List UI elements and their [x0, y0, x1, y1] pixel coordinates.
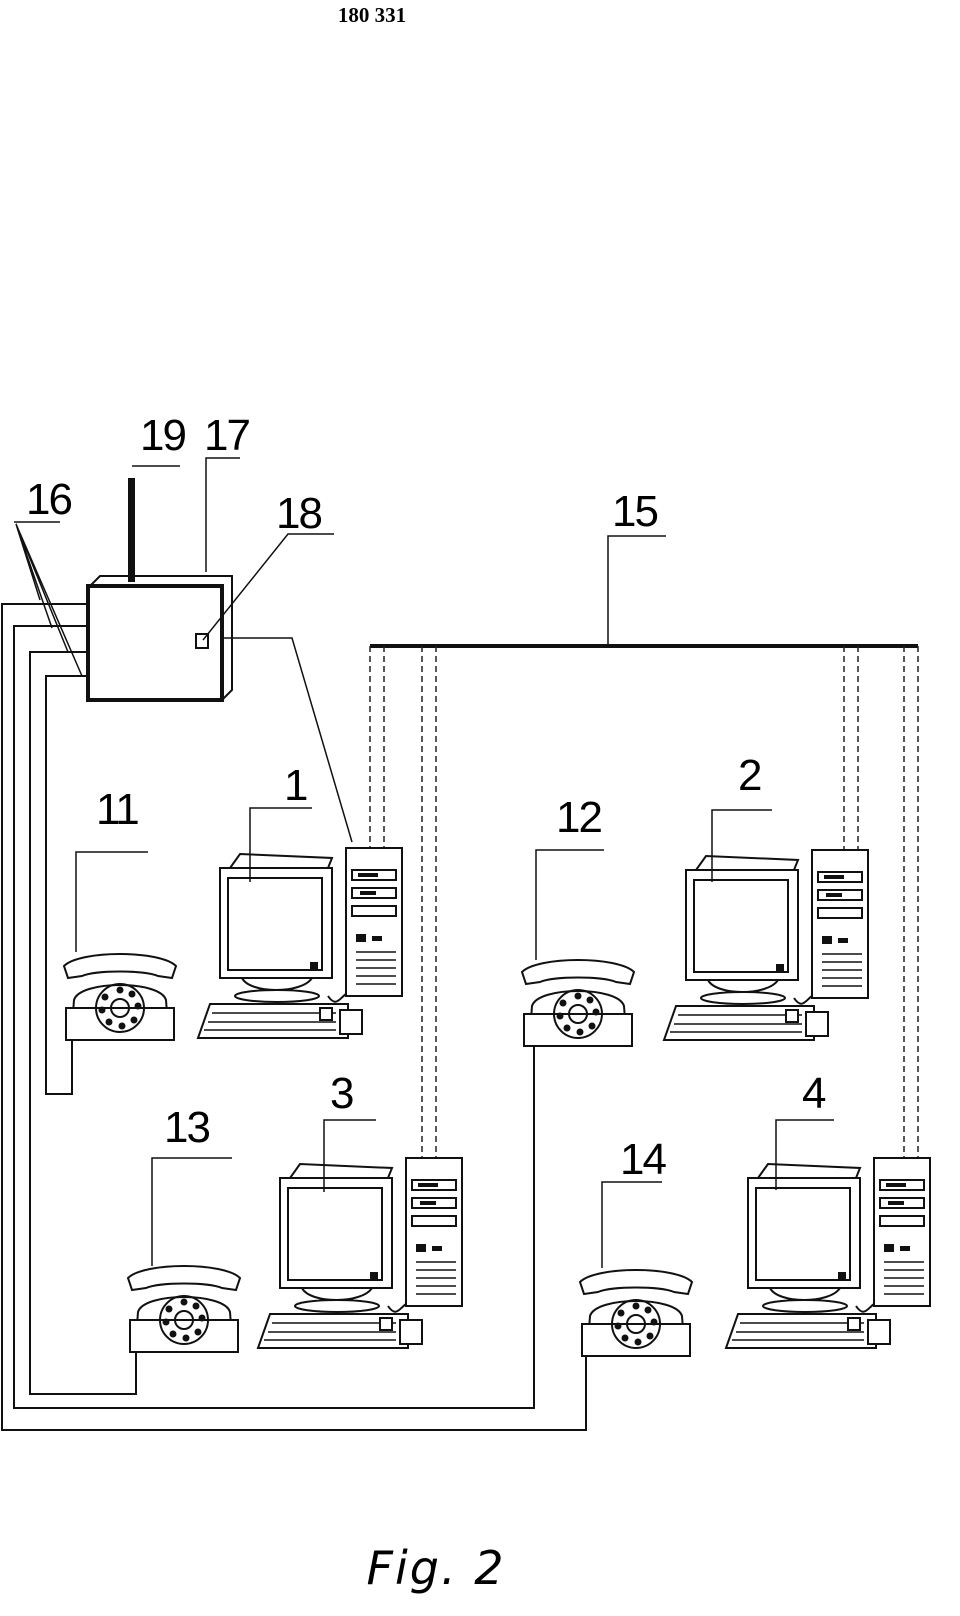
- ref-numeral-11: 11: [96, 785, 138, 834]
- page-number: 180 331: [338, 3, 406, 27]
- figure-caption: Fig. 2: [367, 1541, 506, 1595]
- workstation-1: [197, 847, 403, 1039]
- ref-numeral-4: 4: [802, 1069, 826, 1118]
- phone-line-14: [1, 603, 587, 1431]
- workstation-4: [725, 1157, 931, 1349]
- workstation-2: [663, 849, 869, 1041]
- ref-numeral-18: 18: [276, 489, 321, 538]
- ref-numeral-3: 3: [330, 1069, 353, 1118]
- telephone-12: [521, 959, 635, 1047]
- telephone-11: [63, 953, 177, 1041]
- network-drop-pc2: [843, 646, 859, 850]
- workstation-3: [257, 1157, 463, 1349]
- ref-numeral-13: 13: [164, 1103, 209, 1152]
- central-unit: [86, 584, 224, 702]
- ref-numeral-15: 15: [612, 487, 657, 536]
- port-square: [195, 633, 209, 649]
- ref-numeral-16: 16: [26, 475, 71, 524]
- ref-numeral-1: 1: [284, 761, 307, 810]
- ref-numeral-17: 17: [204, 411, 249, 460]
- telephone-13: [127, 1265, 241, 1353]
- telephone-14: [579, 1269, 693, 1357]
- ref-numeral-2: 2: [738, 751, 761, 800]
- ref-numeral-19: 19: [140, 411, 185, 460]
- network-drop-pc3: [421, 646, 437, 1160]
- phone-line-13: [29, 651, 137, 1395]
- network-drop-pc1: [369, 646, 385, 848]
- antenna: [128, 478, 135, 582]
- phone-line-11: [45, 675, 88, 1095]
- ref-numeral-14: 14: [620, 1135, 666, 1184]
- ref-numeral-12: 12: [556, 793, 601, 842]
- phone-line-12: [13, 625, 535, 1409]
- network-drop-pc4: [903, 646, 919, 1160]
